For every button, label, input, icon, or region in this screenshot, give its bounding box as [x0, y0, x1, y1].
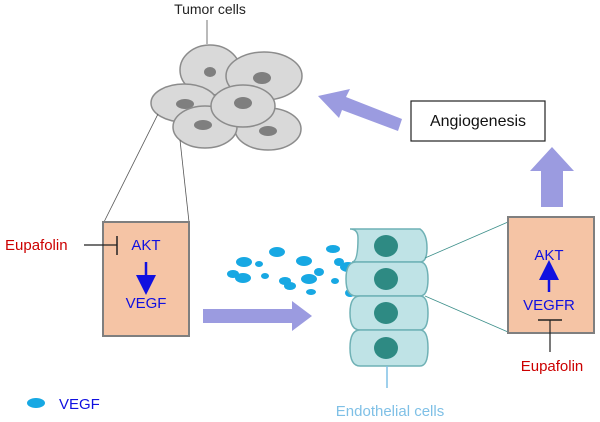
- zoom-line-endo-bottom: [424, 295, 509, 333]
- vegf-dot: [261, 273, 269, 279]
- tumor-cell-nucleus: [194, 120, 212, 130]
- vegf-particles: [227, 245, 356, 297]
- endothelial-cells: [345, 228, 429, 367]
- vegf-dot: [235, 273, 251, 283]
- vegf-dot: [296, 256, 312, 266]
- vegf-left-label: VEGF: [126, 295, 167, 312]
- vegf-secretion-arrow: [203, 301, 312, 331]
- vegf-dot: [301, 274, 317, 284]
- endothelial-signaling-box: [507, 216, 595, 334]
- endothelial-cells-label: Endothelial cells: [336, 403, 444, 420]
- vegf-dot: [326, 245, 340, 253]
- tumor-cells-label: Tumor cells: [174, 1, 246, 17]
- endothelial-nucleus: [374, 337, 398, 359]
- vegf-dot: [314, 268, 324, 276]
- zoom-line-right: [179, 139, 190, 223]
- tumor-cell-nucleus: [176, 99, 194, 109]
- vegf-dot: [269, 247, 285, 257]
- zoom-line-left: [103, 113, 159, 223]
- endothelial-nucleus: [374, 302, 398, 324]
- eupafolin-right-label: Eupafolin: [521, 358, 584, 375]
- tumor-cell-nucleus: [253, 72, 271, 84]
- vegf-dot: [255, 261, 263, 267]
- tumor-cell-cluster: [150, 44, 303, 151]
- vegf-dot: [334, 258, 344, 266]
- tumor-cell-nucleus: [259, 126, 277, 136]
- tumor-cell-nucleus: [234, 97, 252, 109]
- legend-vegf-label: VEGF: [59, 396, 100, 413]
- legend-vegf-dot: [27, 398, 45, 408]
- akt-left-label: AKT: [131, 237, 160, 254]
- vegf-dot: [306, 289, 316, 295]
- tumor-cell-nucleus: [204, 67, 216, 77]
- vegf-dot: [284, 282, 296, 290]
- zoom-line-endo-top: [424, 221, 509, 259]
- vegf-dot: [227, 270, 239, 278]
- angiogenesis-to-tumor-arrow: [318, 89, 402, 131]
- endothelial-nucleus: [374, 235, 398, 257]
- angiogenesis-label: Angiogenesis: [430, 113, 526, 130]
- endothelial-nucleus: [374, 268, 398, 290]
- angiogenesis-up-arrow: [530, 147, 574, 207]
- vegf-dot: [236, 257, 252, 267]
- vegf-dot: [331, 278, 339, 284]
- vegfr-right-label: VEGFR: [523, 297, 575, 314]
- akt-right-label: AKT: [534, 247, 563, 264]
- angiogenesis-box: [410, 100, 546, 142]
- eupafolin-left-label: Eupafolin: [5, 237, 68, 254]
